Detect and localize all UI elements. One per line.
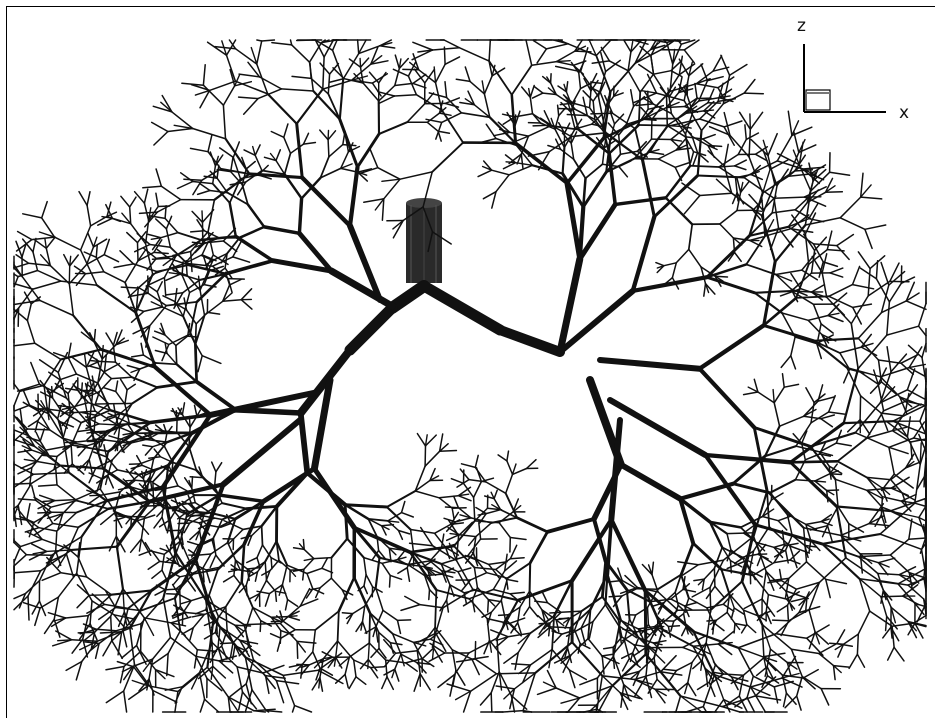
z-axis-label: z (797, 18, 806, 35)
x-axis-label: x (899, 105, 909, 122)
